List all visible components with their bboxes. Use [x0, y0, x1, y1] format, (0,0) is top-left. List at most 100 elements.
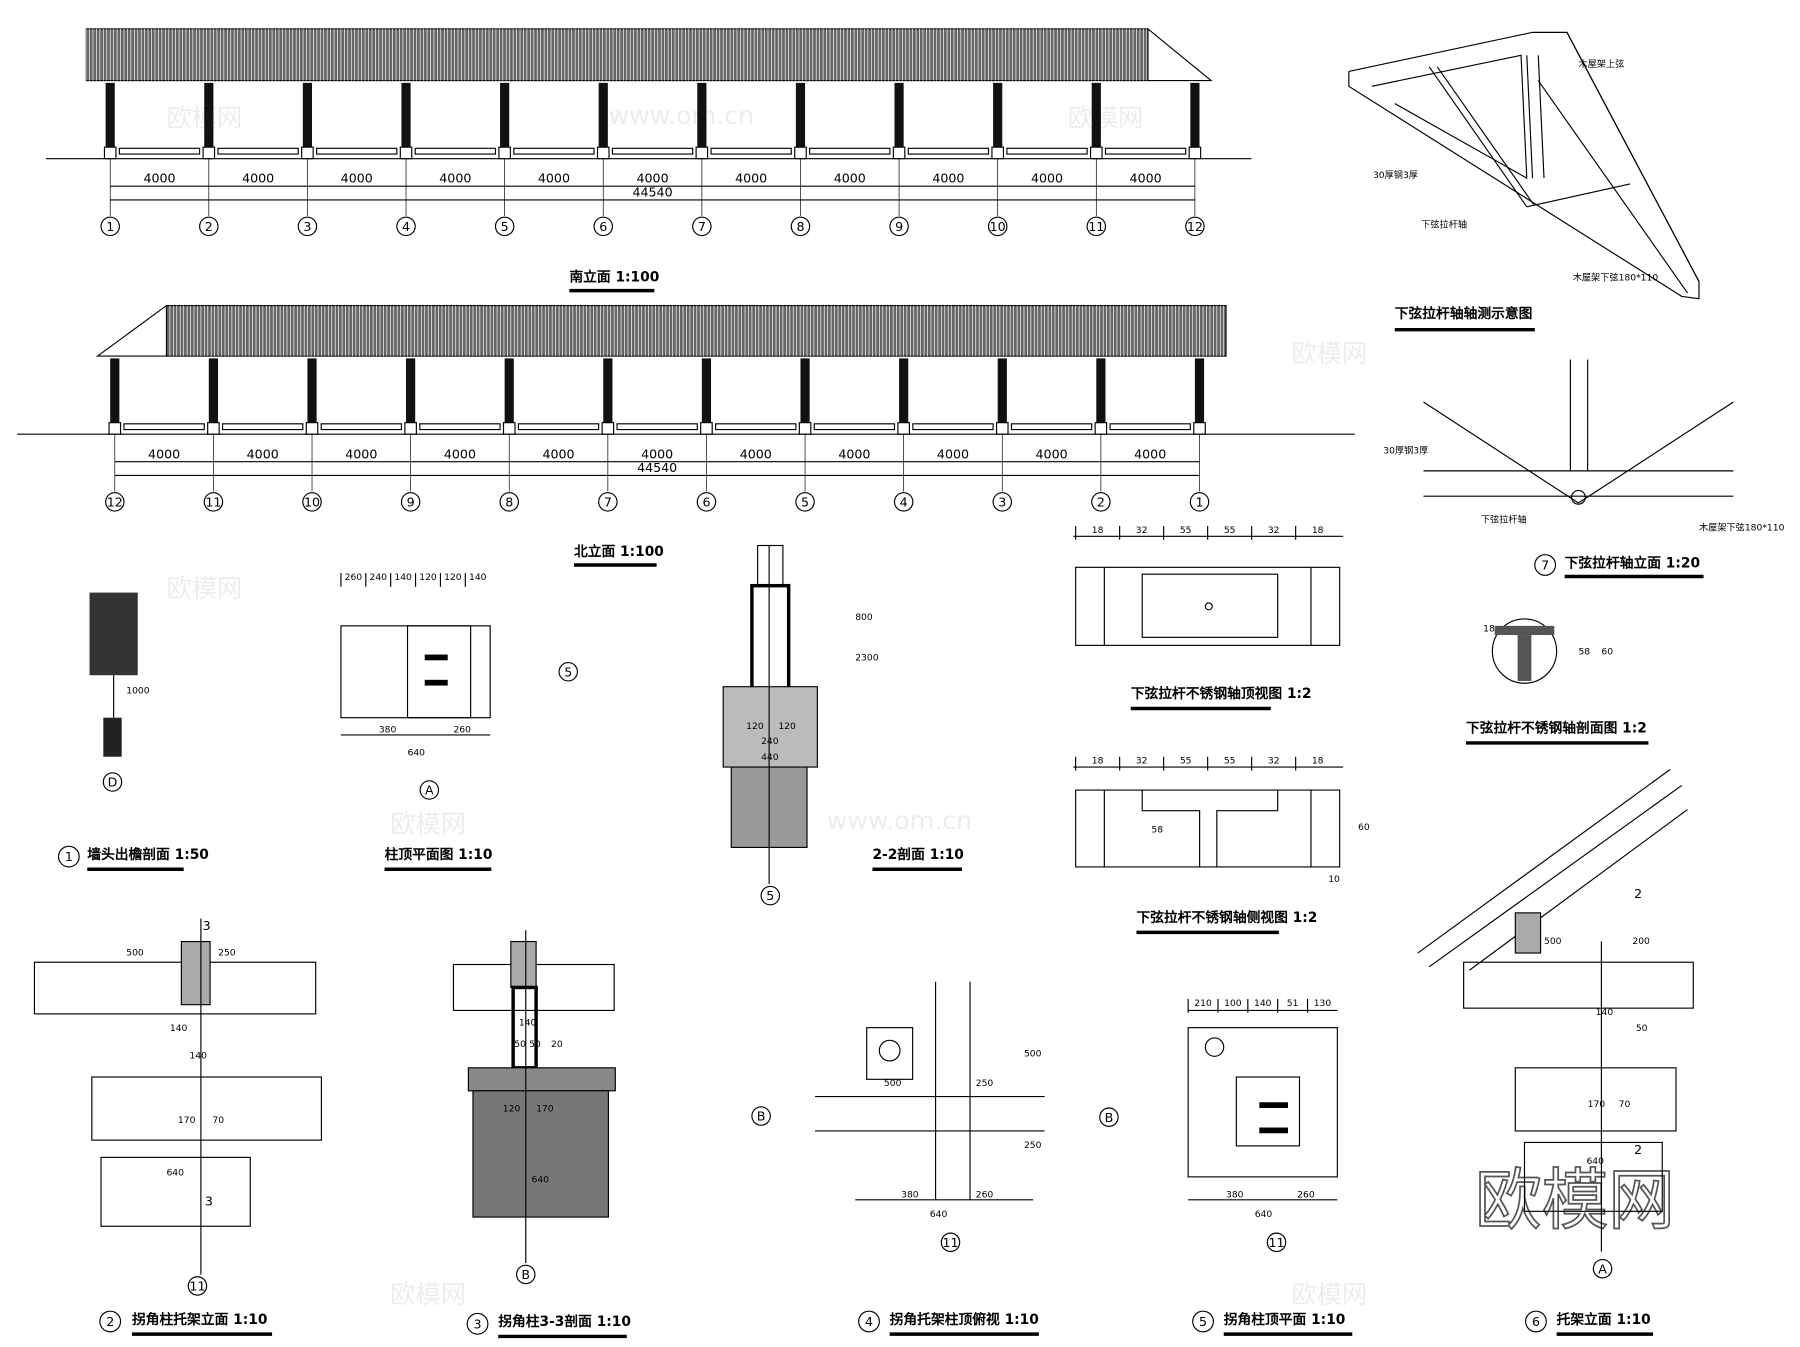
axis-label: 2 — [205, 219, 213, 234]
south-elevation-title: 南立面 1:100 — [569, 268, 659, 285]
dim: 1000 — [126, 686, 150, 697]
span-dimension: 4000 — [444, 446, 476, 461]
truss-outline — [1348, 31, 1700, 300]
axis-label: 1 — [106, 219, 114, 234]
dim: 640 — [166, 1168, 184, 1179]
dimension-value: 240 — [761, 736, 779, 747]
label: 30厚钢3厚 — [1383, 445, 1428, 457]
column — [401, 82, 411, 150]
column-base — [695, 146, 709, 160]
span-dimension: 4000 — [834, 171, 866, 186]
axis-bubble — [696, 492, 717, 512]
column — [993, 82, 1003, 150]
truss-inner — [1371, 54, 1528, 180]
span-dimension: 4000 — [637, 171, 669, 186]
bench-rail — [1104, 147, 1187, 155]
axis-label: A — [425, 783, 434, 798]
detail-title: 下弦拉杆不锈钢轴侧视图 1:2 — [1136, 909, 1317, 926]
bench-rail — [316, 147, 398, 155]
dimension-value: 140 — [469, 572, 487, 583]
bench-rail — [616, 423, 698, 431]
detail-number: 1 — [65, 849, 73, 864]
span-dimension: 4000 — [1130, 171, 1162, 186]
bench-rail — [222, 423, 304, 431]
cut-mark: 3 — [205, 1194, 213, 1209]
bench-rail — [419, 423, 501, 431]
column — [105, 82, 115, 150]
label: 木屋架下弦180*110 — [1699, 522, 1785, 534]
detail-number: 5 — [1199, 1314, 1207, 1329]
dimension-value: 120 — [778, 721, 796, 732]
bench-rail — [217, 147, 299, 155]
axis-bubble — [1189, 492, 1210, 512]
column-base — [103, 146, 117, 160]
axis-bubble — [992, 492, 1013, 512]
column-base — [596, 146, 610, 160]
dimension-value: 240 — [369, 572, 387, 583]
label: 木屋架下弦180*110 — [1573, 271, 1659, 283]
north-elevation-title: 北立面 1:100 — [574, 543, 664, 560]
dim: 10 — [1328, 874, 1340, 885]
axis-bubble — [100, 216, 120, 237]
bench-rail — [715, 423, 797, 431]
column-base — [995, 422, 1009, 435]
top-chord — [1566, 32, 1700, 282]
dim: 250 — [1024, 1140, 1042, 1151]
bench-rail — [513, 147, 595, 155]
axis-bubble — [1086, 216, 1107, 237]
column — [307, 358, 317, 425]
north-elevation: 4000124000114000104000940008400074000640… — [17, 304, 1355, 512]
detail-title: 拐角托架柱顶俯视 1:10 — [890, 1311, 1039, 1328]
dim: 20 — [551, 1039, 563, 1050]
column-base — [1188, 146, 1202, 160]
dimension-value: 800 — [855, 612, 873, 623]
detail-number: 6 — [1532, 1314, 1540, 1329]
label: 下弦拉杆轴 — [1481, 514, 1527, 526]
column — [302, 82, 313, 150]
axis-label: 3 — [303, 219, 311, 234]
detail-title: 拐角柱顶平面 1:10 — [1224, 1311, 1346, 1328]
column-base — [1089, 146, 1103, 160]
column — [899, 358, 909, 425]
dim: 380 — [901, 1190, 919, 1201]
span-dimension: 4000 — [1036, 446, 1068, 461]
dim: 120 — [503, 1103, 521, 1114]
column — [1190, 82, 1200, 150]
watermark-text: 欧模网 — [1068, 103, 1144, 132]
span-dimension: 4000 — [242, 171, 274, 186]
column — [795, 82, 806, 150]
bench-rail — [118, 147, 201, 155]
column-base — [399, 146, 413, 160]
span-dimension: 4000 — [247, 446, 279, 461]
axis-label: A — [1598, 1261, 1607, 1276]
watermark-text: 欧模网 — [390, 1280, 466, 1309]
axis-label: 4 — [900, 494, 908, 509]
dim: 58 — [1578, 647, 1590, 658]
label: 木屋架上弦 — [1578, 58, 1624, 70]
span-dimension: 4000 — [932, 171, 964, 186]
column — [208, 358, 218, 425]
column-base — [498, 146, 511, 160]
axis-bubble — [105, 492, 125, 512]
dim: 60 — [1601, 647, 1613, 658]
span-dimension: 4000 — [1031, 171, 1063, 186]
detail-title: 下弦拉杆不锈钢轴剖面图 1:2 — [1466, 720, 1647, 737]
column — [598, 82, 608, 150]
axis-bubble — [499, 492, 519, 512]
dimension-value: 120 — [746, 721, 764, 732]
detail-2-corner-column-bracket: 500 250 140 140 170 70 640 3 3 11 2 拐角柱托… — [33, 918, 323, 1336]
iso-truss-view: 木屋架上弦 30厚钢3厚 下弦拉杆轴 木屋架下弦180*110 下弦拉杆轴轴测示… — [1348, 31, 1700, 332]
axis-label: 12 — [107, 494, 123, 509]
detail-title: 柱顶平面图 1:10 — [385, 846, 493, 863]
bench-rail — [1010, 423, 1093, 431]
axis-bubble — [400, 492, 421, 512]
column-base — [794, 146, 807, 160]
watermark-url: www.om.cn — [608, 101, 754, 130]
dimension-value: 55 — [1180, 525, 1192, 536]
dimension-value: 18 — [1312, 756, 1324, 767]
column — [504, 358, 514, 425]
axis-bubble — [396, 216, 416, 237]
column-base — [897, 422, 910, 435]
